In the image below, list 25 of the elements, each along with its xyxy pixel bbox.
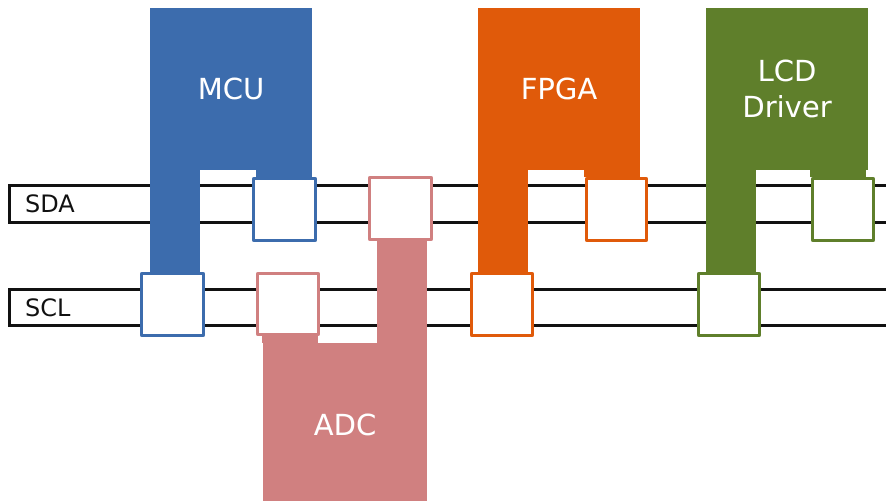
bus-label: SDA (25, 192, 75, 216)
connection-port (140, 272, 205, 337)
connection-port (470, 272, 534, 337)
connection-port (368, 176, 433, 241)
bus-connection (584, 170, 640, 177)
bus-connection (377, 241, 427, 343)
bus-connection (706, 170, 756, 272)
device-label: LCD Driver (741, 52, 833, 126)
connection-port (697, 272, 761, 337)
connection-port (252, 177, 317, 242)
device-block (478, 8, 640, 170)
device-label: ADC (312, 407, 378, 444)
connection-port (811, 177, 875, 242)
bus-connection (256, 170, 312, 177)
device-block (706, 8, 868, 170)
bus-connection (262, 336, 318, 343)
device-block (263, 343, 427, 501)
bus-connection (810, 170, 866, 177)
device-block (150, 8, 312, 170)
bus-label: SCL (25, 296, 70, 320)
bus-connection (478, 170, 528, 272)
connection-port (256, 272, 320, 336)
device-label: MCU (196, 70, 266, 108)
device-label: FPGA (520, 70, 598, 108)
connection-port (585, 177, 648, 242)
